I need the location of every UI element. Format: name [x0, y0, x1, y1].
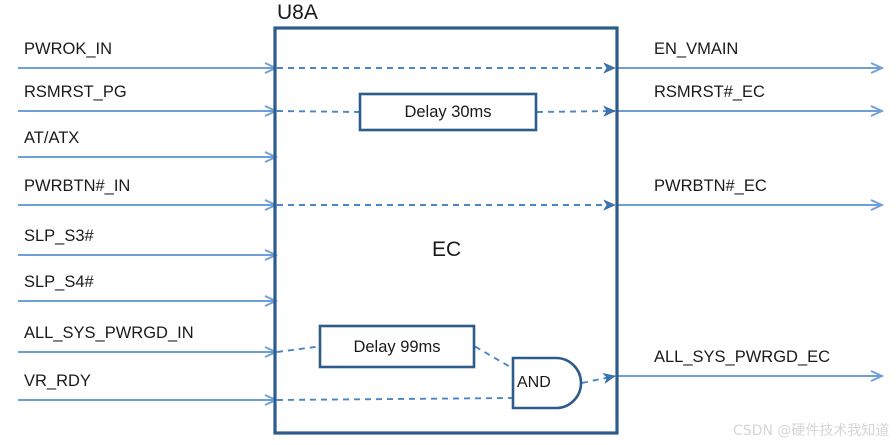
chip-boundary-rect — [273, 26, 619, 435]
input-label-3: PWRBTN#_IN — [24, 177, 131, 195]
input-label-6: ALL_SYS_PWRGD_IN — [24, 324, 194, 342]
delay-block-label-delay-30ms: Delay 30ms — [404, 103, 492, 121]
output-label-3: ALL_SYS_PWRGD_EC — [654, 348, 831, 366]
and-gate-label-and-gate: AND — [517, 374, 551, 391]
dash-allsys-to-delay99 — [276, 345, 320, 353]
input-signal-lines — [18, 68, 276, 400]
dash-delay30-to-rsmrst-ec — [536, 111, 615, 112]
delay-block-label-delay-99ms: Delay 99ms — [353, 337, 441, 356]
internal-dashed-links — [276, 68, 615, 401]
output-label-1: RSMRST#_EC — [654, 83, 765, 101]
output-label-2: PWRBTN#_EC — [654, 177, 767, 195]
input-label-1: RSMRST_PG — [24, 83, 127, 101]
input-label-5: SLP_S4# — [24, 273, 94, 291]
dash-rsmrst-to-delay30 — [276, 110, 360, 113]
dash-vrrdy-to-and — [276, 397, 513, 401]
output-signal-lines — [617, 68, 882, 376]
dash-and-to-allsys-ec — [581, 376, 615, 384]
input-label-4: SLP_S3# — [24, 227, 94, 245]
chip-title: U8A — [277, 1, 318, 24]
csdn-watermark: CSDN @硬件技术我知道 — [733, 423, 890, 439]
delay-block-delay-30ms — [358, 92, 538, 132]
input-label-2: AT/ATX — [24, 129, 80, 147]
chip-core-label: EC — [432, 238, 462, 261]
logic-gate-shapes — [511, 356, 583, 410]
input-label-0: PWROK_IN — [24, 40, 113, 58]
dash-delay99-to-and — [474, 345, 513, 369]
output-label-0: EN_VMAIN — [654, 40, 739, 58]
and-gate-shape-and-gate — [511, 356, 583, 410]
delay-block-delay-99ms — [318, 324, 476, 369]
input-label-7: VR_RDY — [24, 372, 91, 390]
delay-block-shapes — [318, 92, 538, 369]
